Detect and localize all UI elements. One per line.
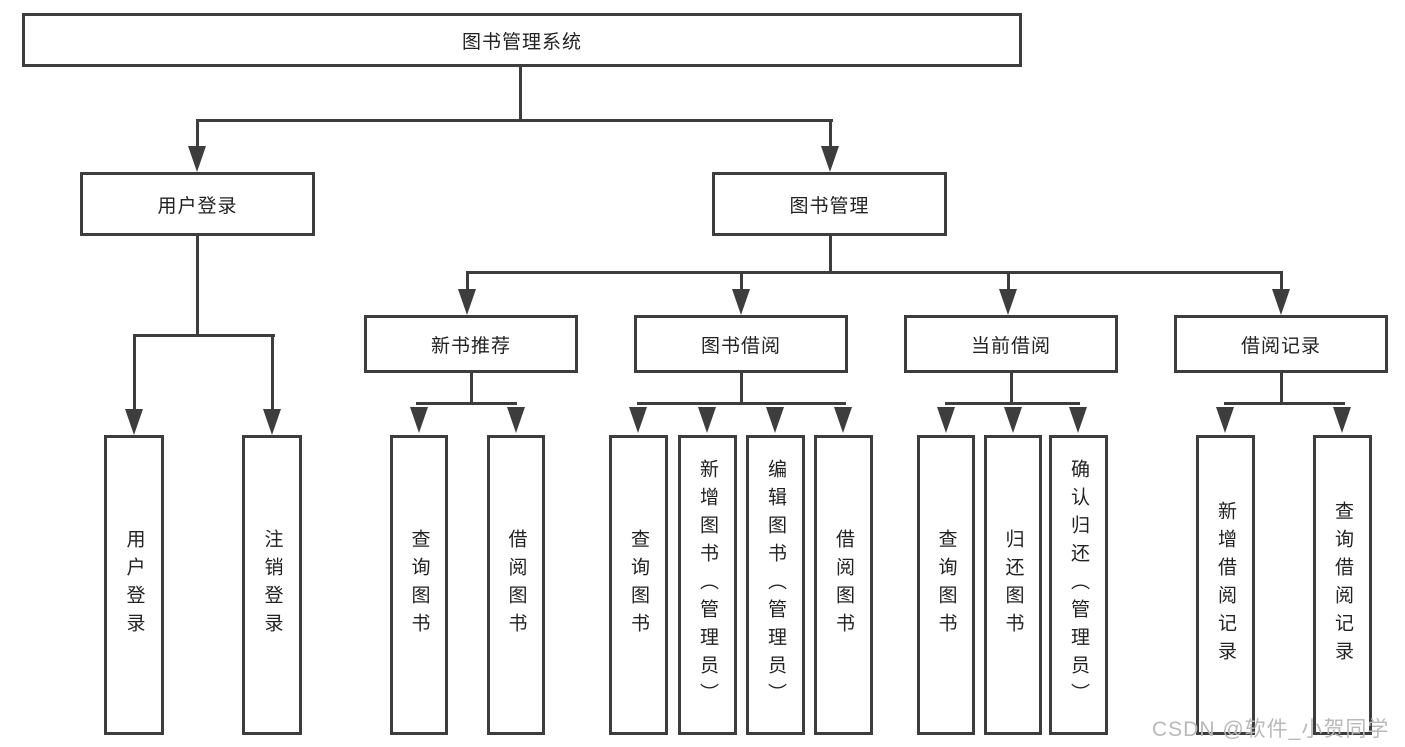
node-cb-confirm-return: 确认归还（管理员） (1049, 435, 1108, 735)
node-bb-edit-book: 编辑图书（管理员） (746, 435, 805, 735)
node-borrow-record: 借阅记录 (1174, 315, 1388, 373)
arrow-down-icon (937, 407, 955, 433)
arrow-down-icon (1272, 289, 1290, 315)
node-root-label: 图书管理系统 (461, 31, 582, 53)
node-new-book-recommend: 新书推荐 (364, 315, 578, 373)
node-cb-query-book-label: 查询图书 (935, 529, 957, 641)
arrow-down-icon (821, 146, 839, 172)
node-bb-query-book: 查询图书 (609, 435, 668, 735)
node-bb-borrow-book: 借阅图书 (814, 435, 873, 735)
node-book-management-label: 图书管理 (789, 195, 870, 217)
arrow-down-icon (263, 409, 281, 435)
arrow-down-icon (1216, 407, 1234, 433)
arrow-down-icon (1333, 407, 1351, 433)
connector-line (519, 67, 522, 122)
node-user-login: 用户登录 (104, 435, 164, 735)
connector-line (829, 236, 832, 273)
connector-line (196, 119, 833, 122)
connector-line (945, 402, 1080, 405)
node-br-query-record: 查询借阅记录 (1313, 435, 1372, 735)
node-logout-label: 注销登录 (261, 529, 283, 641)
arrow-down-icon (834, 407, 852, 433)
connector-line (196, 236, 199, 336)
node-bb-add-book-label: 新增图书（管理员） (697, 459, 718, 711)
arrow-down-icon (458, 289, 476, 315)
node-cb-query-book: 查询图书 (917, 435, 975, 735)
node-br-query-record-label: 查询借阅记录 (1332, 501, 1353, 669)
node-root: 图书管理系统 (22, 13, 1022, 67)
node-current-borrow: 当前借阅 (904, 315, 1118, 373)
connector-line (1224, 402, 1345, 405)
arrow-down-icon (188, 146, 206, 172)
node-logout: 注销登录 (242, 435, 302, 735)
connector-line (740, 373, 743, 404)
node-user-login-branch-label: 用户登录 (157, 195, 238, 217)
connector-line (637, 402, 846, 405)
arrow-down-icon (1004, 407, 1022, 433)
node-book-borrow-label: 图书借阅 (700, 335, 781, 357)
connector-line (271, 337, 274, 411)
arrow-down-icon (999, 289, 1017, 315)
node-nb-query-book-label: 查询图书 (408, 529, 430, 641)
connector-line (133, 337, 136, 411)
connector-line (133, 334, 275, 337)
arrow-down-icon (507, 407, 525, 433)
connector-line (196, 122, 199, 149)
node-bb-query-book-label: 查询图书 (628, 529, 649, 641)
node-book-borrow: 图书借阅 (634, 315, 848, 373)
node-cb-return-book-label: 归还图书 (1002, 529, 1024, 641)
arrow-down-icon (1069, 407, 1087, 433)
csdn-watermark: CSDN @软件_小贺同学 (1152, 718, 1390, 741)
node-cb-confirm-return-label: 确认归还（管理员） (1068, 459, 1089, 711)
connector-line (416, 402, 517, 405)
node-user-login-label: 用户登录 (123, 529, 145, 641)
node-nb-query-book: 查询图书 (390, 435, 448, 735)
node-nb-borrow-book: 借阅图书 (487, 435, 545, 735)
arrow-down-icon (698, 407, 716, 433)
connector-line (1280, 274, 1283, 291)
arrow-down-icon (732, 289, 750, 315)
node-br-add-record: 新增借阅记录 (1196, 435, 1255, 735)
connector-line (1280, 373, 1283, 404)
arrow-down-icon (766, 407, 784, 433)
node-new-book-recommend-label: 新书推荐 (430, 335, 511, 357)
node-bb-edit-book-label: 编辑图书（管理员） (765, 459, 786, 711)
node-cb-return-book: 归还图书 (984, 435, 1042, 735)
arrow-down-icon (629, 407, 647, 433)
connector-line (466, 271, 1283, 274)
connector-line (740, 274, 743, 291)
arrow-down-icon (125, 409, 143, 435)
node-bb-add-book: 新增图书（管理员） (678, 435, 737, 735)
node-user-login-branch: 用户登录 (80, 172, 315, 236)
connector-line (470, 373, 473, 404)
node-br-add-record-label: 新增借阅记录 (1215, 501, 1236, 669)
connector-line (829, 122, 832, 149)
node-nb-borrow-book-label: 借阅图书 (505, 529, 527, 641)
node-bb-borrow-book-label: 借阅图书 (833, 529, 854, 641)
arrow-down-icon (410, 407, 428, 433)
node-borrow-record-label: 借阅记录 (1240, 335, 1321, 357)
node-book-management: 图书管理 (712, 172, 947, 236)
connector-line (1010, 373, 1013, 404)
connector-line (466, 274, 469, 291)
node-current-borrow-label: 当前借阅 (970, 335, 1051, 357)
connector-line (1007, 274, 1010, 291)
